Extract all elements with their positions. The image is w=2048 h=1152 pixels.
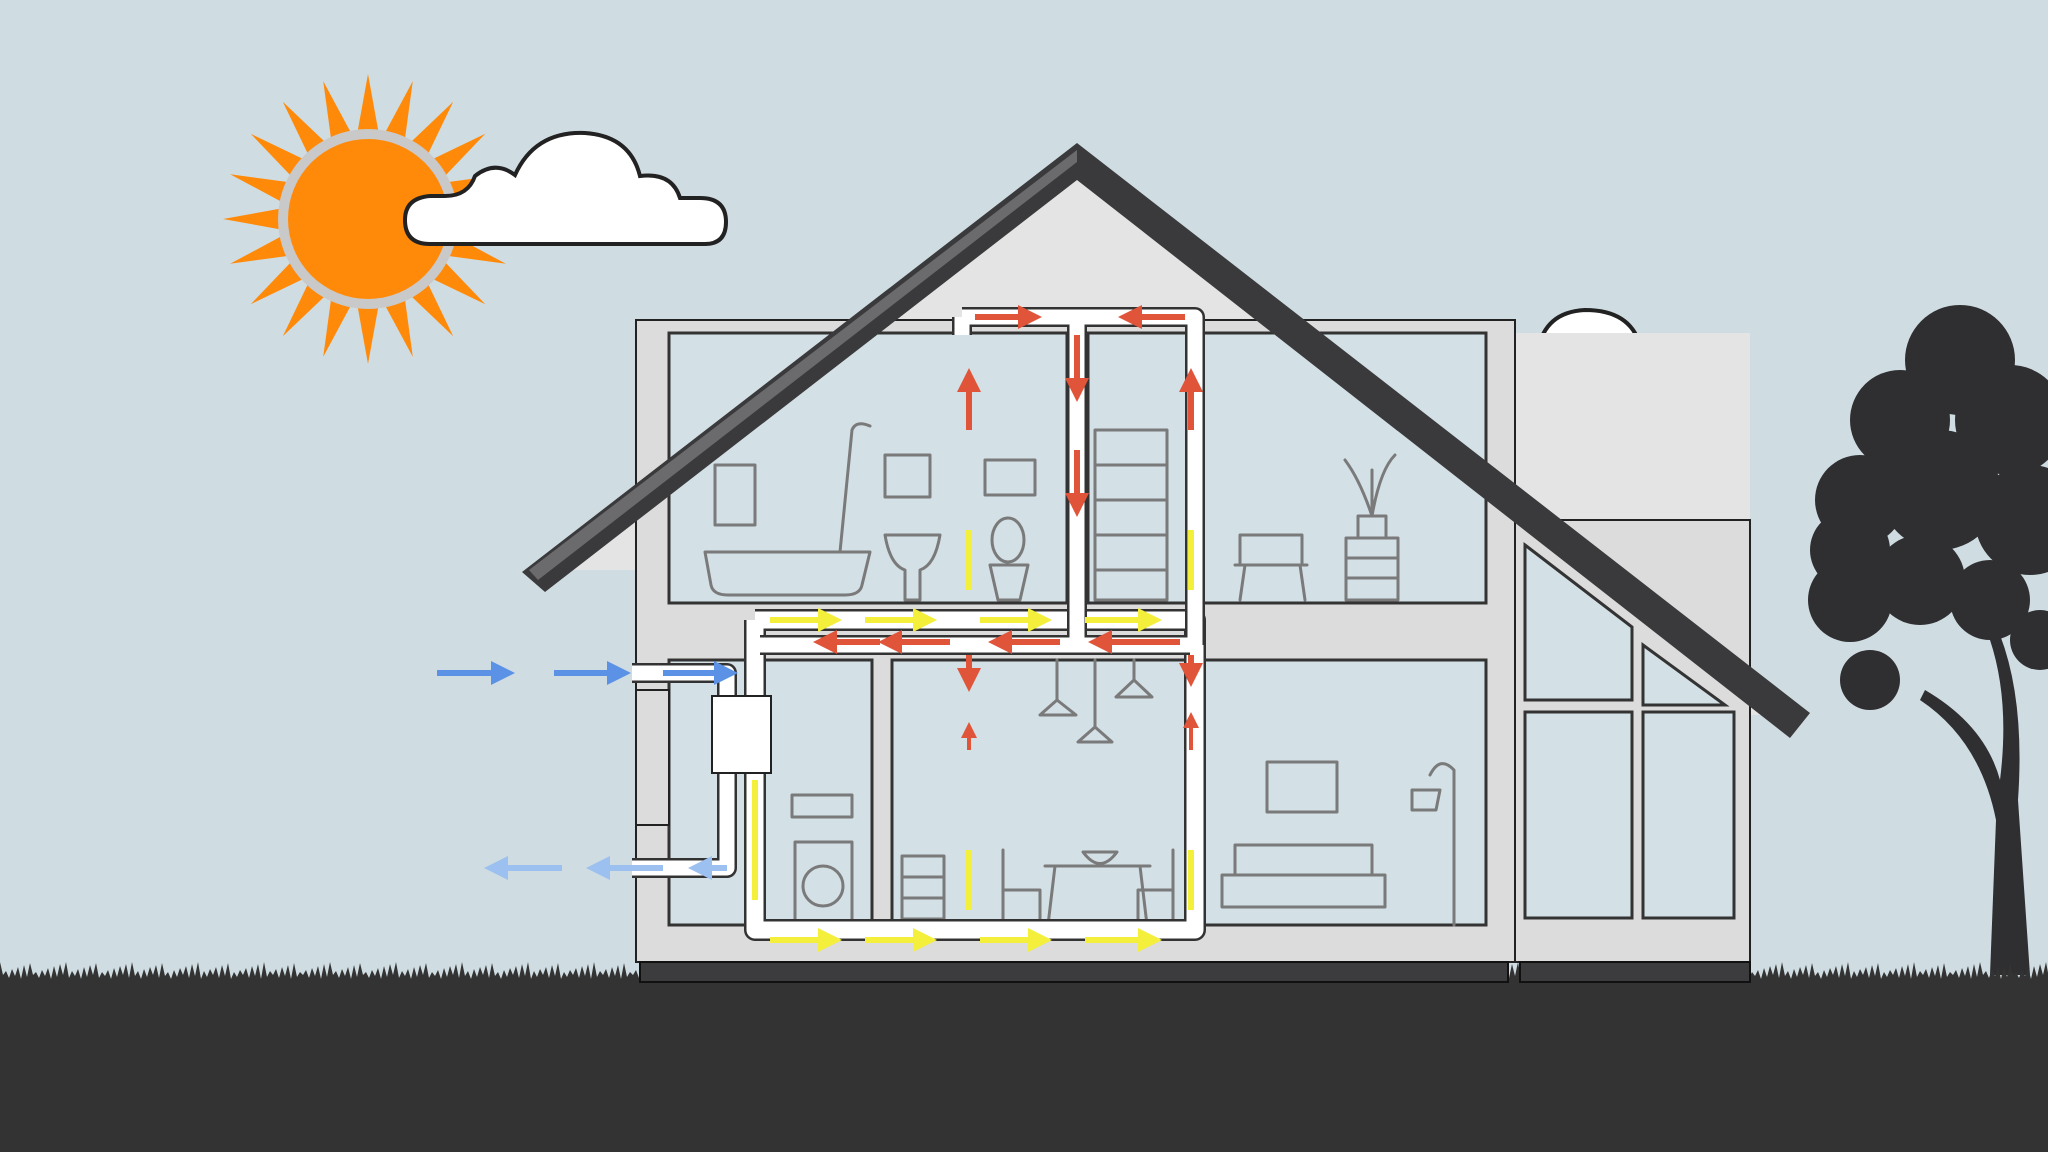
sun-ray (230, 174, 292, 204)
bookshelf-icon (1093, 428, 1169, 602)
exterior-wall-segment (635, 689, 670, 826)
pendant-lamp-icon (1038, 658, 1154, 744)
foundation (639, 961, 1509, 983)
annex-windows (1523, 541, 1736, 920)
bathtub-icon (703, 422, 872, 597)
sun-ray (429, 133, 486, 179)
sun-icon (223, 74, 513, 364)
sun-ray (408, 280, 454, 337)
sun-ray (408, 101, 454, 158)
tree-icon (1808, 305, 2048, 975)
sun-ray (250, 133, 307, 179)
plant-cabinet-icon (1343, 453, 1400, 602)
sink-icon (883, 453, 942, 602)
room-bedroom (1086, 331, 1488, 605)
airflow-arrows (437, 305, 1203, 952)
sun-ray (230, 234, 292, 264)
armchair-icon (1233, 533, 1309, 602)
sun-ray (383, 81, 413, 143)
sun-ray (282, 280, 328, 337)
sun-ray (223, 208, 284, 230)
sun-ray (383, 295, 413, 357)
furniture (703, 422, 1456, 927)
toilet-icon (983, 458, 1037, 602)
floor-lamp-icon (1410, 762, 1456, 927)
cloud-icon (402, 130, 729, 246)
attic (560, 170, 1780, 715)
sofa-icon (1220, 843, 1387, 909)
sun-ray (323, 81, 353, 143)
sun-ray (282, 101, 328, 158)
tv-icon (1265, 760, 1339, 814)
sun-ray (357, 303, 379, 364)
ground (0, 982, 2048, 1152)
sun-ray (357, 74, 379, 135)
house (522, 143, 1810, 983)
sun-ray (323, 295, 353, 357)
sun-ray (250, 259, 307, 305)
dining-table-icon (1001, 848, 1175, 927)
sun-ray (429, 259, 486, 305)
ventilation-unit (711, 695, 772, 774)
foundation (1519, 961, 1751, 983)
